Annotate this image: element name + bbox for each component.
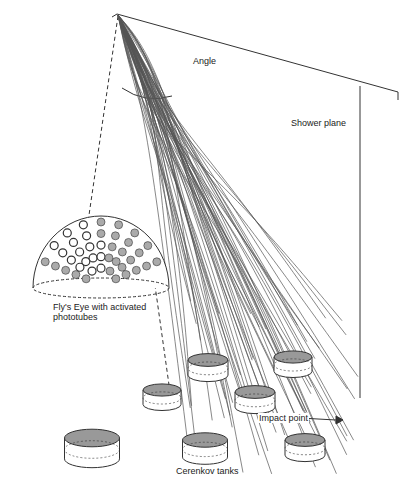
shower-plane [117,14,398,398]
detector-label: Fly's Eye with activated phototubes [52,302,150,323]
plane-label: Shower plane [290,118,347,128]
viewing-line [88,16,118,222]
angle-label: Angle [192,56,217,66]
cerenkov-tanks [65,351,326,468]
impact-arrow [336,416,343,424]
impact-label: Impact point [258,413,309,423]
tank-label: Cerenkov tanks [175,466,240,476]
shower-plane [112,14,117,17]
flys-eye-dome [33,216,169,298]
